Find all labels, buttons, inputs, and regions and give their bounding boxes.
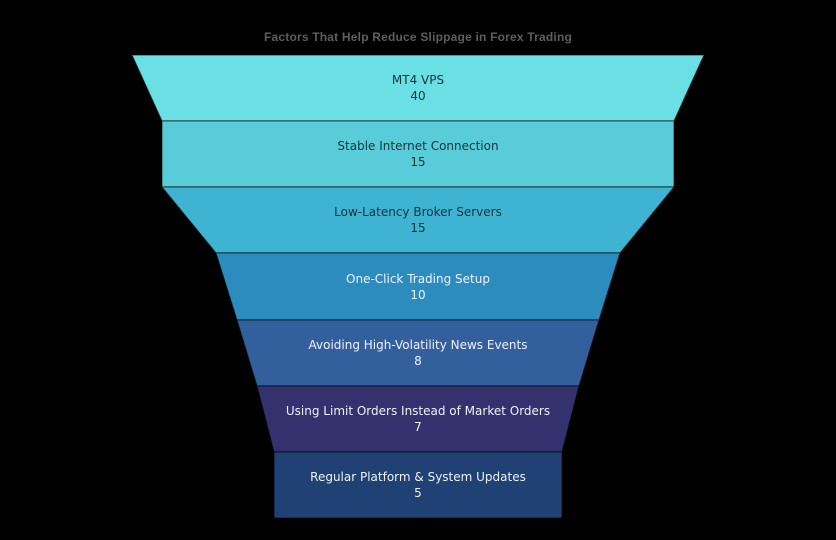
funnel-stage-shape-2	[161, 120, 675, 188]
funnel-stage-shape-4	[215, 252, 621, 321]
funnel-stage-shape-3	[160, 186, 676, 254]
funnel-stage-shape-5	[236, 319, 600, 387]
funnel-stage-shape-1	[131, 54, 705, 122]
funnel-stage-shape-6	[256, 385, 580, 453]
chart-title: Factors That Help Reduce Slippage in For…	[263, 30, 573, 44]
funnel-stage-shape-7	[273, 451, 563, 519]
